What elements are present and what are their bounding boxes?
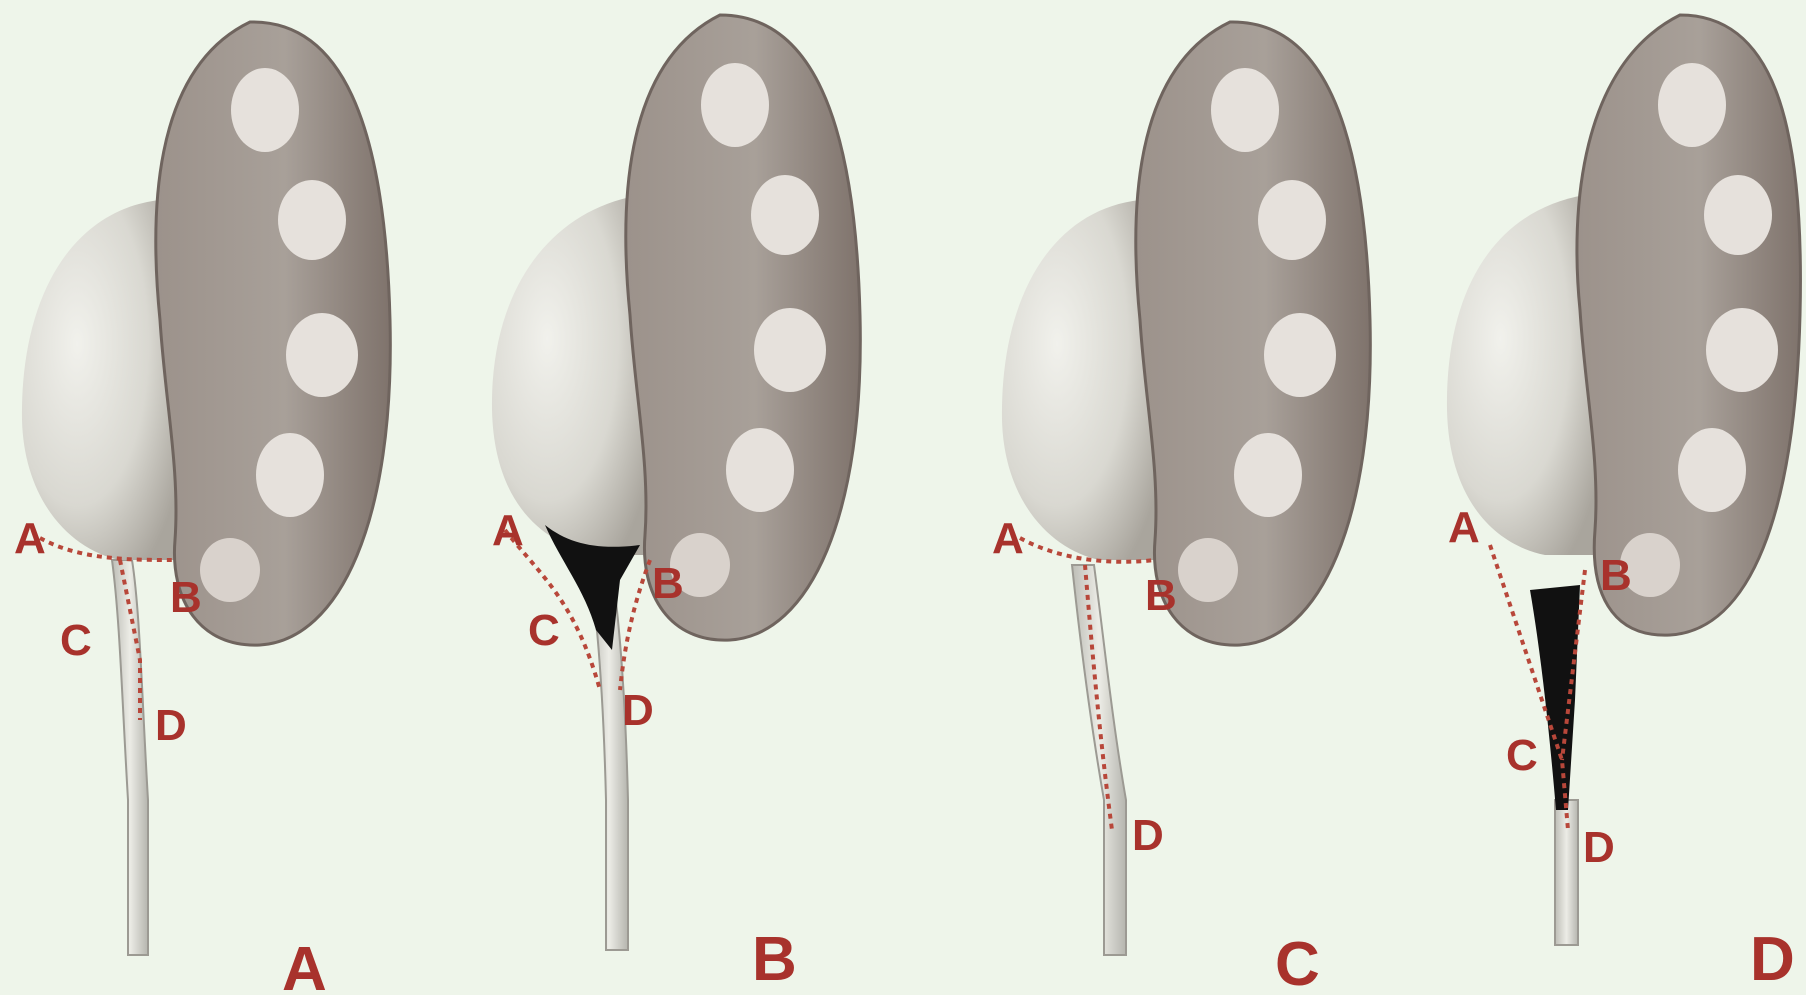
point-label-b: B (1600, 551, 1632, 600)
point-label-d: D (1132, 811, 1164, 860)
ureter (1555, 800, 1578, 945)
panel-caption: C (1275, 930, 1320, 995)
point-label-c: C (60, 616, 92, 665)
point-label-a: A (992, 514, 1024, 563)
panel-c: A B D C (992, 22, 1370, 995)
point-label-b: B (1145, 571, 1177, 620)
panel-caption: D (1750, 925, 1795, 994)
point-label-d: D (1583, 823, 1615, 872)
kidney (1577, 15, 1801, 635)
point-label-b: B (652, 559, 684, 608)
panel-a: A B C D A (14, 22, 390, 995)
point-label-a: A (492, 506, 524, 555)
panel-caption: B (752, 925, 797, 994)
panel-b: A B C D B (492, 15, 860, 994)
point-label-c: C (528, 606, 560, 655)
point-label-d: D (622, 686, 654, 735)
kidney (156, 22, 391, 645)
point-label-a: A (14, 514, 46, 563)
point-label-b: B (170, 573, 202, 622)
kidney (1136, 22, 1371, 645)
point-label-a: A (1448, 503, 1480, 552)
panel-caption: A (282, 935, 327, 995)
point-label-d: D (155, 701, 187, 750)
panel-d: A B C D D (1447, 15, 1801, 994)
kidney (626, 15, 861, 640)
ureter (1072, 565, 1126, 955)
point-label-c: C (1506, 731, 1538, 780)
